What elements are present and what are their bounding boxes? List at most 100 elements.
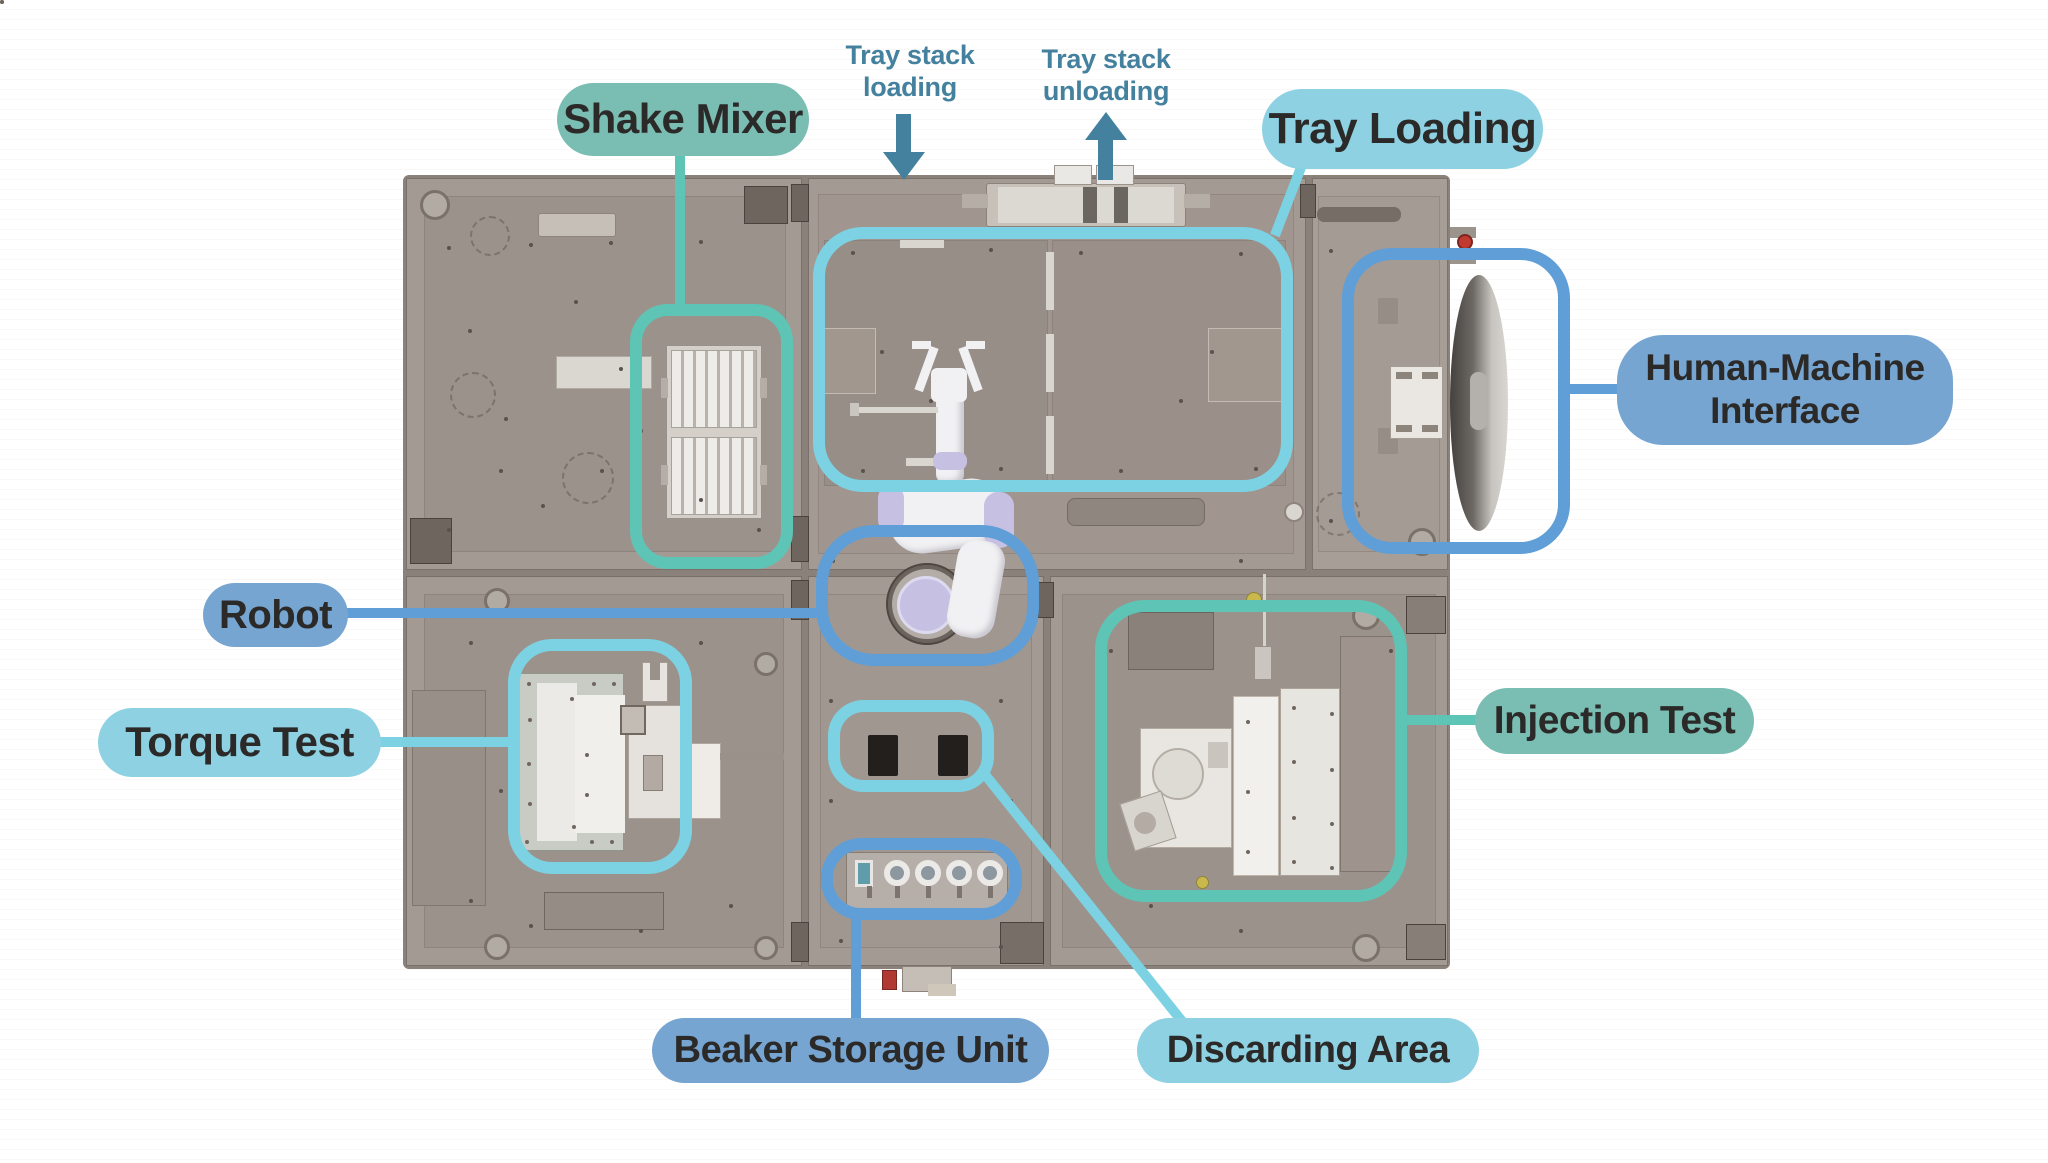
tool-rod bbox=[858, 407, 938, 413]
torque-connector-block bbox=[620, 705, 646, 735]
discard-slot bbox=[868, 735, 898, 776]
seam-clamp bbox=[1406, 596, 1446, 634]
beaker-ring bbox=[915, 860, 941, 886]
tray-slot bbox=[1083, 187, 1097, 223]
region-beaker-storage bbox=[821, 838, 1022, 920]
seam-clamp bbox=[1000, 922, 1044, 964]
vent-circle bbox=[754, 652, 778, 676]
tray-side-arm bbox=[1184, 194, 1210, 208]
region-torque-test bbox=[508, 639, 692, 874]
vent-circle bbox=[754, 936, 778, 960]
layout-circle bbox=[470, 216, 510, 256]
hmi-screen-hub bbox=[1470, 372, 1487, 430]
callout-tray-loading: Tray Loading bbox=[1262, 89, 1543, 169]
tray-stack-loading-line2: loading bbox=[863, 71, 957, 102]
rack-clip bbox=[661, 465, 668, 485]
under-edge-estop bbox=[882, 970, 897, 990]
injection-needle-block bbox=[1254, 646, 1272, 680]
arrow-up-icon bbox=[1085, 112, 1127, 140]
tool-rod-tip bbox=[850, 403, 859, 416]
seam-clamp bbox=[1406, 924, 1446, 960]
under-edge-bracket bbox=[902, 966, 952, 992]
tray-stack-unloading-line2: unloading bbox=[1042, 75, 1170, 106]
region-robot bbox=[816, 525, 1039, 666]
gripper-finger-left bbox=[912, 341, 931, 349]
torque-window bbox=[643, 755, 663, 791]
callout-beaker-storage: Beaker Storage Unit bbox=[652, 1018, 1049, 1083]
vent-circle bbox=[484, 934, 510, 960]
robot-wrist-band bbox=[933, 452, 967, 470]
tray-stack-loading-line1: Tray stack bbox=[845, 40, 975, 70]
callout-hmi-line1: Human-Machine bbox=[1645, 347, 1925, 389]
connector-shake-mixer bbox=[675, 151, 685, 309]
beaker-ring bbox=[884, 860, 910, 886]
connector-injection-test bbox=[1403, 715, 1479, 725]
seam-clamp bbox=[1038, 582, 1054, 618]
tray-stack-unloading-text: Tray stack unloading bbox=[1020, 44, 1192, 108]
under-edge-block bbox=[928, 984, 956, 996]
layout-circle bbox=[450, 372, 496, 418]
yellow-marker bbox=[1196, 876, 1209, 889]
rack-clip bbox=[760, 465, 767, 485]
injection-pad bbox=[1208, 742, 1228, 768]
injection-arm-hole bbox=[1134, 812, 1156, 834]
region-discarding-area bbox=[828, 700, 994, 792]
region-tray-loading bbox=[813, 227, 1293, 492]
injection-needle bbox=[1263, 574, 1266, 652]
estop-bracket bbox=[1450, 227, 1476, 238]
tray-side-arm bbox=[962, 194, 988, 208]
hmi-dark-bar bbox=[1317, 207, 1401, 222]
pulley-dot bbox=[1284, 502, 1304, 522]
callout-tray-loading-label: Tray Loading bbox=[1268, 103, 1537, 153]
shake-mixer-rack bbox=[671, 437, 757, 515]
arrow-up-shaft bbox=[1098, 140, 1113, 180]
callout-shake-mixer: Shake Mixer bbox=[557, 83, 809, 156]
floor-bracket bbox=[900, 240, 944, 248]
callout-beaker-storage-label: Beaker Storage Unit bbox=[673, 1028, 1028, 1071]
callout-torque-test-label: Torque Test bbox=[125, 718, 354, 766]
tray-stack-unloading-line1: Tray stack bbox=[1041, 44, 1171, 74]
seam-clamp bbox=[1300, 184, 1316, 218]
rack-clip bbox=[661, 378, 668, 398]
shake-mixer-rack bbox=[671, 350, 757, 428]
callout-injection-test: Injection Test bbox=[1475, 688, 1754, 754]
seam-clamp bbox=[410, 518, 452, 564]
callout-robot-label: Robot bbox=[218, 593, 333, 637]
torque-white-plate bbox=[537, 683, 577, 841]
torque-white-plate bbox=[575, 695, 625, 833]
vent-circle bbox=[420, 190, 450, 220]
side-panel bbox=[412, 690, 486, 906]
callout-hmi: Human-Machine Interface bbox=[1617, 335, 1953, 445]
region-hmi bbox=[1342, 248, 1570, 554]
callout-robot: Robot bbox=[203, 583, 348, 647]
floor-bracket bbox=[1046, 252, 1054, 310]
gripper-finger-right bbox=[966, 341, 985, 349]
callout-hmi-line2: Interface bbox=[1710, 390, 1860, 431]
hmi-pad bbox=[1378, 298, 1398, 324]
injection-plate bbox=[1233, 696, 1279, 876]
id-plate bbox=[538, 213, 616, 237]
tray-stack-loading-text: Tray stack loading bbox=[825, 40, 995, 104]
callout-injection-test-label: Injection Test bbox=[1493, 698, 1736, 742]
arrow-down-shaft bbox=[896, 114, 911, 154]
seam-clamp bbox=[791, 184, 809, 222]
rack-clip bbox=[760, 378, 767, 398]
region-injection-test bbox=[1095, 600, 1407, 902]
layout-circle bbox=[562, 452, 614, 504]
seam-clamp bbox=[791, 922, 809, 962]
seam-clamp bbox=[791, 516, 809, 562]
beaker-ring bbox=[946, 860, 972, 886]
floor-pad bbox=[1208, 328, 1288, 402]
tray-tab bbox=[1054, 165, 1092, 185]
arrow-down-icon bbox=[883, 152, 925, 180]
injection-plate-bolted bbox=[1280, 688, 1340, 876]
gripper-plate bbox=[931, 368, 967, 402]
floor-bracket bbox=[1046, 416, 1054, 474]
connector-robot bbox=[344, 608, 820, 618]
region-shake-mixer bbox=[630, 304, 793, 569]
vent-circle bbox=[1352, 934, 1380, 962]
tray-slot bbox=[1114, 187, 1128, 223]
floor-bracket bbox=[906, 458, 950, 466]
bottom-plate bbox=[544, 892, 664, 930]
